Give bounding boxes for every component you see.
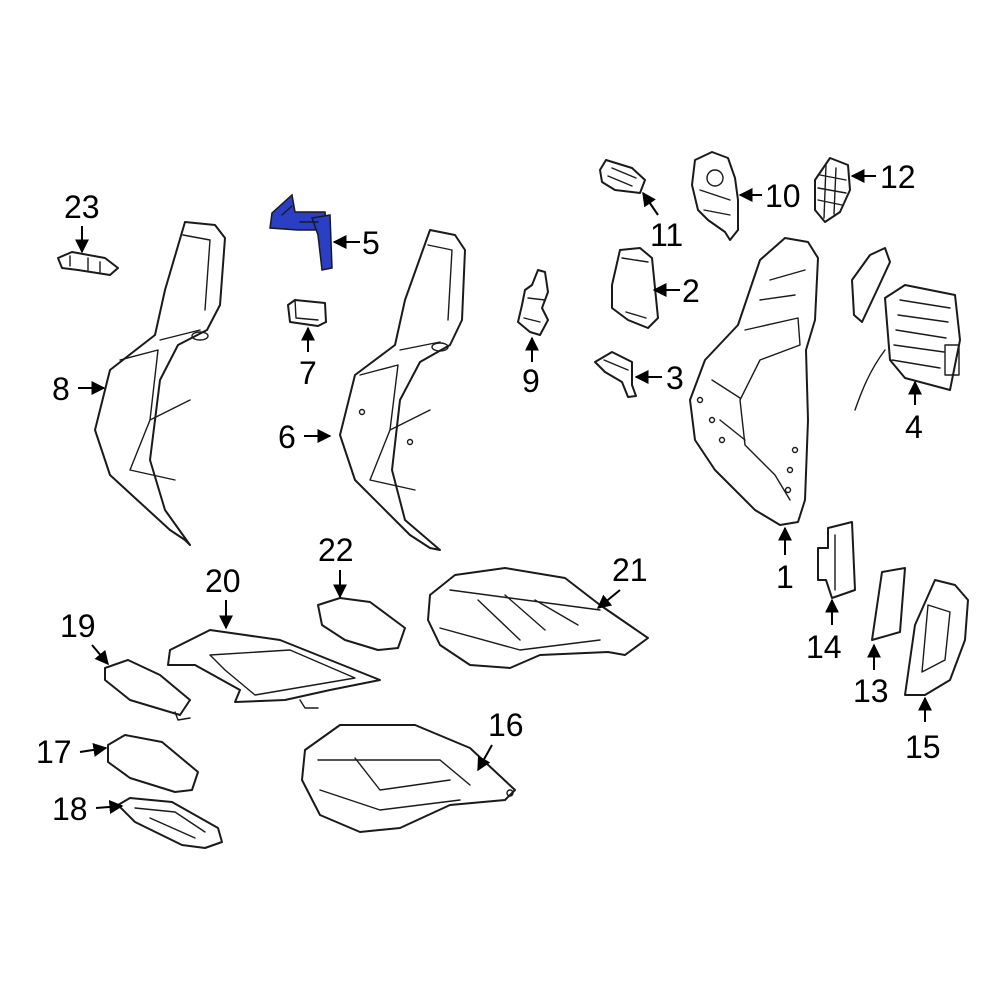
part-9-adjuster[interactable] <box>517 269 549 336</box>
callout-12: 12 <box>880 159 916 195</box>
part-21-seat-cushion-cover[interactable] <box>427 567 649 669</box>
part-7-cap[interactable] <box>287 299 327 327</box>
callout-19: 19 <box>60 608 96 644</box>
callout-2: 2 <box>682 273 700 309</box>
callout-6: 6 <box>278 419 296 455</box>
callout-15: 15 <box>905 729 941 765</box>
part-2-side-panel[interactable] <box>611 247 659 329</box>
part-11-switch[interactable] <box>599 159 646 194</box>
leader-21 <box>596 589 621 609</box>
part-4-lumbar-assembly[interactable] <box>851 247 961 411</box>
part-22-cushion[interactable] <box>317 597 406 651</box>
part-23-clip[interactable] <box>57 251 119 276</box>
callout-16: 16 <box>488 707 524 743</box>
callout-18: 18 <box>52 791 88 827</box>
leader-18 <box>95 799 124 814</box>
leader-19 <box>91 644 109 666</box>
part-13-pad[interactable] <box>871 567 906 641</box>
part-15-side-module[interactable] <box>904 579 969 696</box>
part-10-cover-panel[interactable] <box>691 151 739 241</box>
callout-4: 4 <box>905 409 923 445</box>
callout-8: 8 <box>52 371 70 407</box>
callout-11: 11 <box>650 217 683 253</box>
callout-7: 7 <box>299 355 317 391</box>
part-1-seat-back-frame[interactable] <box>689 237 819 526</box>
part-6-seat-back-cover[interactable] <box>339 229 466 551</box>
leader-lines <box>75 169 932 814</box>
part-20-seat-frame[interactable] <box>167 629 381 709</box>
callout-21: 21 <box>612 552 648 588</box>
leader-17 <box>79 742 108 757</box>
part-12-grille[interactable] <box>814 157 851 223</box>
callout-22: 22 <box>318 532 354 568</box>
part-5-bracket-highlighted[interactable] <box>269 193 333 271</box>
part-3-bracket[interactable] <box>594 351 637 398</box>
callout-1: 1 <box>776 559 794 595</box>
callout-13: 13 <box>853 673 889 709</box>
part-16-seat-cushion[interactable] <box>301 724 516 833</box>
part-14-bracket[interactable] <box>817 521 856 599</box>
callout-labels: 23 5 7 8 6 9 11 10 12 2 3 4 1 14 13 15 2… <box>36 159 941 827</box>
callout-17: 17 <box>36 734 72 770</box>
callout-23: 23 <box>64 189 100 225</box>
callout-20: 20 <box>205 563 241 599</box>
callout-3: 3 <box>666 360 684 396</box>
callout-5: 5 <box>362 225 380 261</box>
part-19-extension[interactable] <box>104 659 191 721</box>
part-17-thigh-pad[interactable] <box>107 734 199 793</box>
callout-9: 9 <box>522 363 540 399</box>
part-8-seat-back-cover[interactable] <box>94 221 226 546</box>
part-18-tray[interactable] <box>117 797 223 849</box>
leader-16 <box>477 744 493 772</box>
leader-11 <box>642 191 659 216</box>
callout-10: 10 <box>765 178 801 214</box>
callout-14: 14 <box>806 629 842 665</box>
